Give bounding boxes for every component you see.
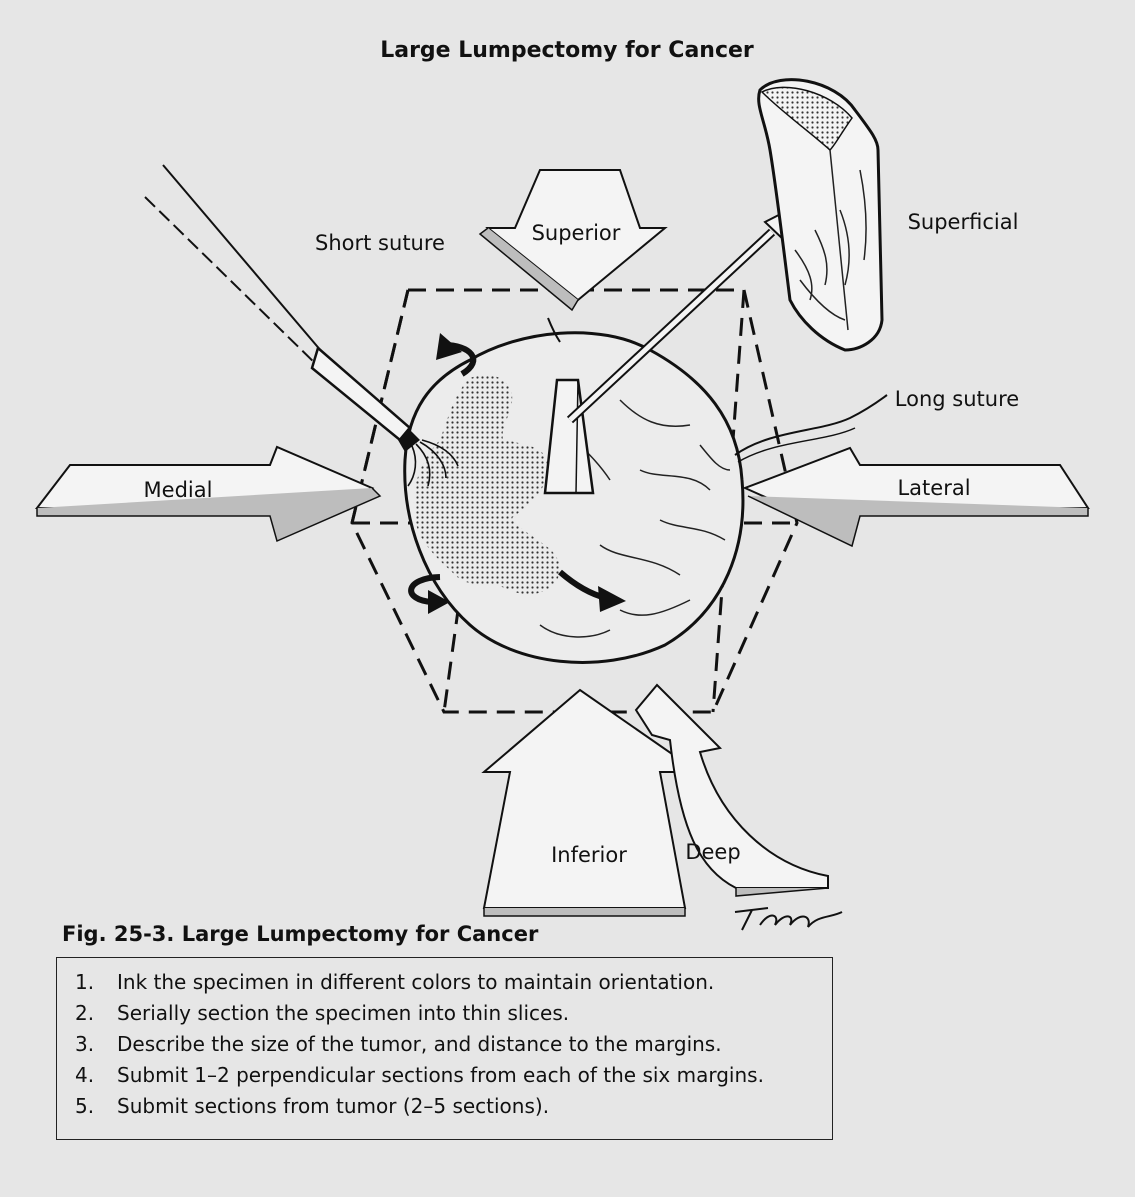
label-short-suture: Short suture (315, 231, 445, 255)
step-item: 2. Serially section the specimen into thi… (75, 998, 822, 1029)
superficial-slice (757, 78, 884, 352)
step-item: 3. Describe the size of the tumor, and di… (75, 1029, 822, 1060)
label-deep: Deep (685, 840, 740, 864)
label-long-suture: Long suture (895, 387, 1019, 411)
diagram-title: Large Lumpectomy for Cancer (380, 38, 754, 63)
step-number: 1. (75, 970, 95, 994)
steps-box: 1. Ink the specimen in different colors t… (56, 957, 833, 1140)
medial-arrow (34, 445, 382, 543)
ink-brush-icon (144, 164, 459, 487)
label-superior: Superior (532, 221, 621, 245)
label-medial: Medial (144, 478, 213, 502)
step-text: Ink the specimen in different colors to … (117, 970, 715, 994)
step-number: 2. (75, 1001, 95, 1025)
specimen-lump (403, 317, 888, 664)
artist-signature (734, 907, 843, 931)
inferior-arrow (481, 688, 702, 917)
step-number: 4. (75, 1063, 95, 1087)
step-item: 5. Submit sections from tumor (2–5 sectio… (75, 1091, 822, 1122)
lateral-arrow (742, 446, 1090, 548)
figure-caption: Fig. 25-3. Large Lumpectomy for Cancer (62, 922, 539, 946)
step-number: 3. (75, 1032, 95, 1056)
step-number: 5. (75, 1094, 95, 1118)
label-inferior: Inferior (551, 843, 627, 867)
step-item: 4. Submit 1–2 perpendicular sections from… (75, 1060, 822, 1091)
deep-arrow (634, 683, 829, 897)
step-text: Describe the size of the tumor, and dist… (117, 1032, 722, 1056)
rotation-arrowheads (428, 333, 626, 614)
superior-arrow (478, 169, 668, 312)
step-text: Serially section the specimen into thin … (117, 1001, 570, 1025)
step-text: Submit 1–2 perpendicular sections from e… (117, 1063, 764, 1087)
label-superficial: Superficial (908, 210, 1019, 234)
step-item: 1. Ink the specimen in different colors t… (75, 967, 822, 998)
step-text: Submit sections from tumor (2–5 sections… (117, 1094, 550, 1118)
label-lateral: Lateral (897, 476, 970, 500)
